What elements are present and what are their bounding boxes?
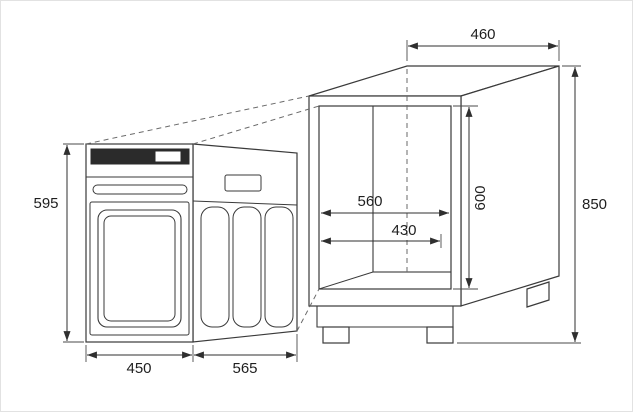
cabinet-back-wall (372, 106, 451, 273)
oven-side-vent (224, 174, 262, 192)
dimension-niche-width: 560 (321, 193, 449, 217)
niche-height-label: 600 (472, 185, 489, 210)
cabinet-depth-label: 460 (470, 26, 495, 43)
oven-display (154, 150, 182, 163)
oven-depth-label: 565 (232, 360, 257, 377)
cabinet-foot-right (426, 326, 454, 344)
cabinet-height-label: 850 (582, 196, 607, 213)
projection-line-top-right (192, 105, 320, 145)
dimension-oven-width: 450 (85, 345, 194, 377)
projection-lines (85, 95, 320, 332)
oven-width-label: 450 (126, 360, 151, 377)
niche-depth-label: 430 (391, 222, 416, 239)
dimension-cabinet-height: 850 (457, 65, 607, 344)
dimension-oven-depth: 565 (194, 334, 298, 377)
dimension-niche-height: 600 (453, 105, 489, 290)
dimension-niche-depth: 430 (321, 222, 442, 248)
cabinet-plinth (316, 306, 454, 328)
cabinet-drawing (308, 65, 560, 344)
niche-width-label: 560 (357, 193, 382, 210)
oven-handle (92, 184, 188, 195)
oven-door-window-inner (103, 215, 176, 322)
oven-door-window (97, 209, 182, 328)
cabinet-foot-back (526, 281, 550, 308)
oven-side-face (192, 143, 298, 343)
projection-line-bottom (296, 288, 320, 332)
interior-edge-bottom (319, 271, 374, 289)
oven-height-label: 595 (33, 195, 58, 212)
cabinet-opening (318, 105, 452, 290)
oven-side-band-line (192, 200, 298, 206)
dimension-cabinet-depth: 460 (406, 26, 560, 61)
projection-line-top-left (85, 95, 310, 145)
cabinet-interior (319, 106, 451, 289)
oven-front-face (85, 143, 194, 343)
cabinet-foot-left (322, 326, 350, 344)
oven-side-panel-2 (232, 206, 262, 328)
oven-drawing (85, 143, 298, 343)
oven-door (89, 201, 190, 336)
oven-side-panel-1 (200, 206, 230, 328)
dimension-oven-height: 595 (33, 143, 84, 343)
oven-side-panel-3 (264, 206, 294, 328)
